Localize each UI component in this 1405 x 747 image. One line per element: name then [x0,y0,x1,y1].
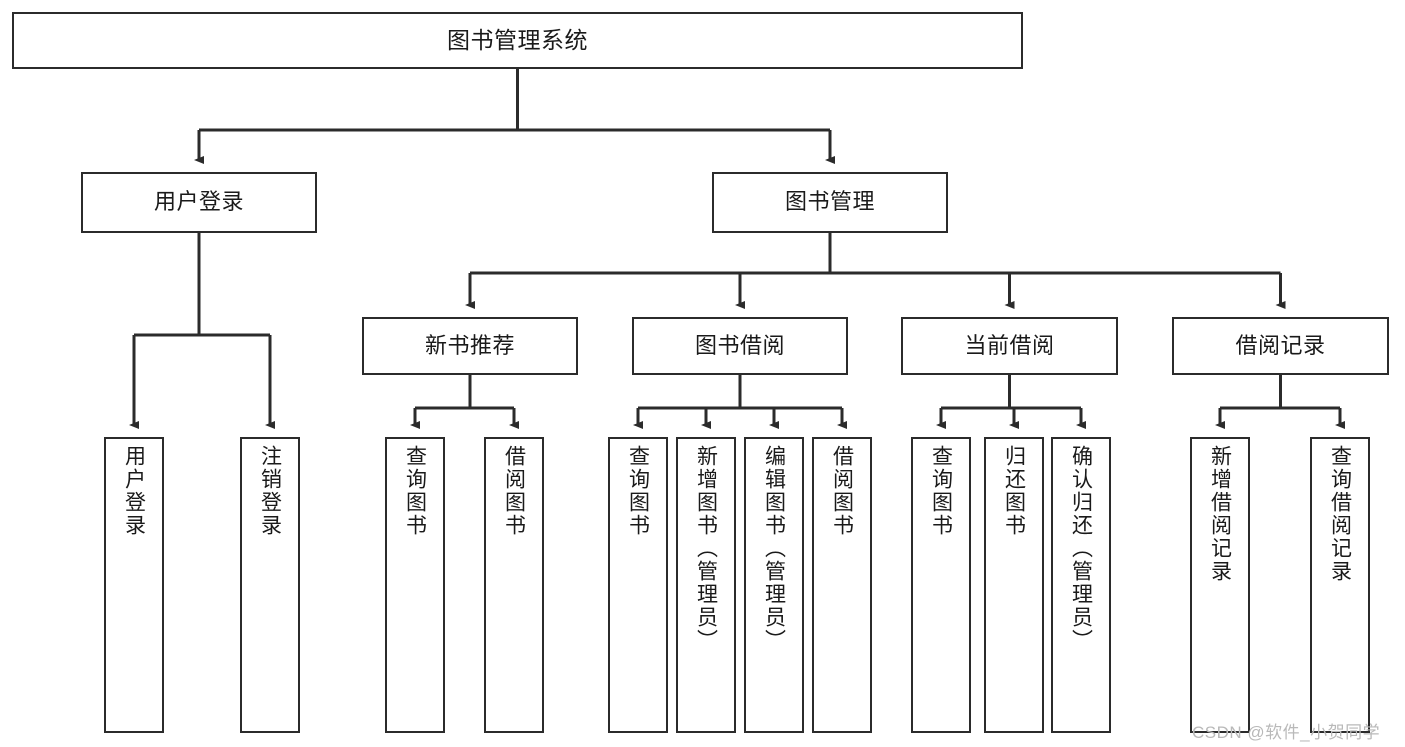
node-label: 查询图书 [403,445,427,537]
node-label: 用户登录 [153,189,244,215]
node-label: 借阅图书 [830,445,854,537]
node-查询图书[interactable]: 查询图书 [911,437,971,733]
node-label: 新增借阅记录 [1208,445,1232,583]
node-用户登录[interactable]: 用户登录 [81,172,317,233]
node-当前借阅[interactable]: 当前借阅 [901,317,1118,375]
node-label: 用户登录 [122,445,146,537]
node-label: 图书借阅 [694,332,785,358]
node-label: 图书管理 [784,189,875,215]
node-label: 当前借阅 [964,332,1055,358]
node-label: 借阅图书 [502,445,526,537]
node-查询借阅记录[interactable]: 查询借阅记录 [1310,437,1370,733]
node-用户登录[interactable]: 用户登录 [104,437,164,733]
node-新书推荐[interactable]: 新书推荐 [362,317,578,375]
watermark: CSDN @软件_小贺同学 [1192,723,1381,742]
node-借阅图书[interactable]: 借阅图书 [812,437,872,733]
node-label: 图书管理系统 [447,26,588,53]
node-图书管理[interactable]: 图书管理 [712,172,948,233]
node-查询图书[interactable]: 查询图书 [385,437,445,733]
node-新增图书管理员[interactable]: 新增图书（管理员） [676,437,736,733]
node-label: 新书推荐 [424,332,515,358]
node-label: 归还图书 [1002,445,1026,537]
node-label: 新增图书（管理员） [694,445,718,652]
node-label: 查询图书 [929,445,953,537]
node-label: 编辑图书（管理员） [762,445,786,652]
node-借阅图书[interactable]: 借阅图书 [484,437,544,733]
node-label: 确认归还（管理员） [1069,445,1093,652]
node-归还图书[interactable]: 归还图书 [984,437,1044,733]
node-查询图书[interactable]: 查询图书 [608,437,668,733]
node-label: 查询借阅记录 [1328,445,1352,583]
node-label: 查询图书 [626,445,650,537]
node-注销登录[interactable]: 注销登录 [240,437,300,733]
node-图书管理系统[interactable]: 图书管理系统 [12,12,1023,69]
node-新增借阅记录[interactable]: 新增借阅记录 [1190,437,1250,733]
node-label: 借阅记录 [1235,332,1326,358]
node-确认归还管理员[interactable]: 确认归还（管理员） [1051,437,1111,733]
node-编辑图书管理员[interactable]: 编辑图书（管理员） [744,437,804,733]
node-label: 注销登录 [258,445,282,537]
node-图书借阅[interactable]: 图书借阅 [632,317,848,375]
node-借阅记录[interactable]: 借阅记录 [1172,317,1389,375]
